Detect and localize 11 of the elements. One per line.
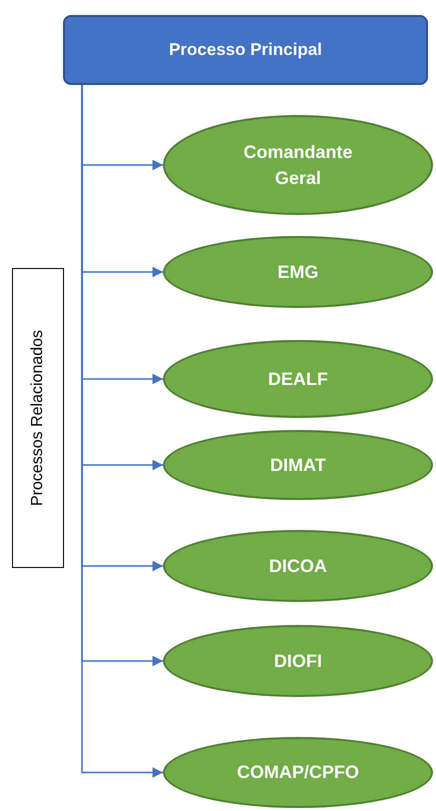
node-label: DIMAT: [270, 454, 326, 477]
label-box: [12, 268, 64, 568]
node-label: Processos Relacionados: [29, 330, 47, 506]
node-label: DEALF: [268, 368, 328, 391]
node-label: Comandante Geral: [242, 140, 354, 190]
node-label: DICOA: [269, 554, 327, 578]
node-label: EMG: [277, 260, 318, 284]
node-label: Processo Principal: [168, 40, 322, 60]
process-box: [63, 15, 428, 85]
node-label: DIOFI: [274, 650, 322, 673]
node-label: COMAP/CPFO: [236, 761, 359, 784]
